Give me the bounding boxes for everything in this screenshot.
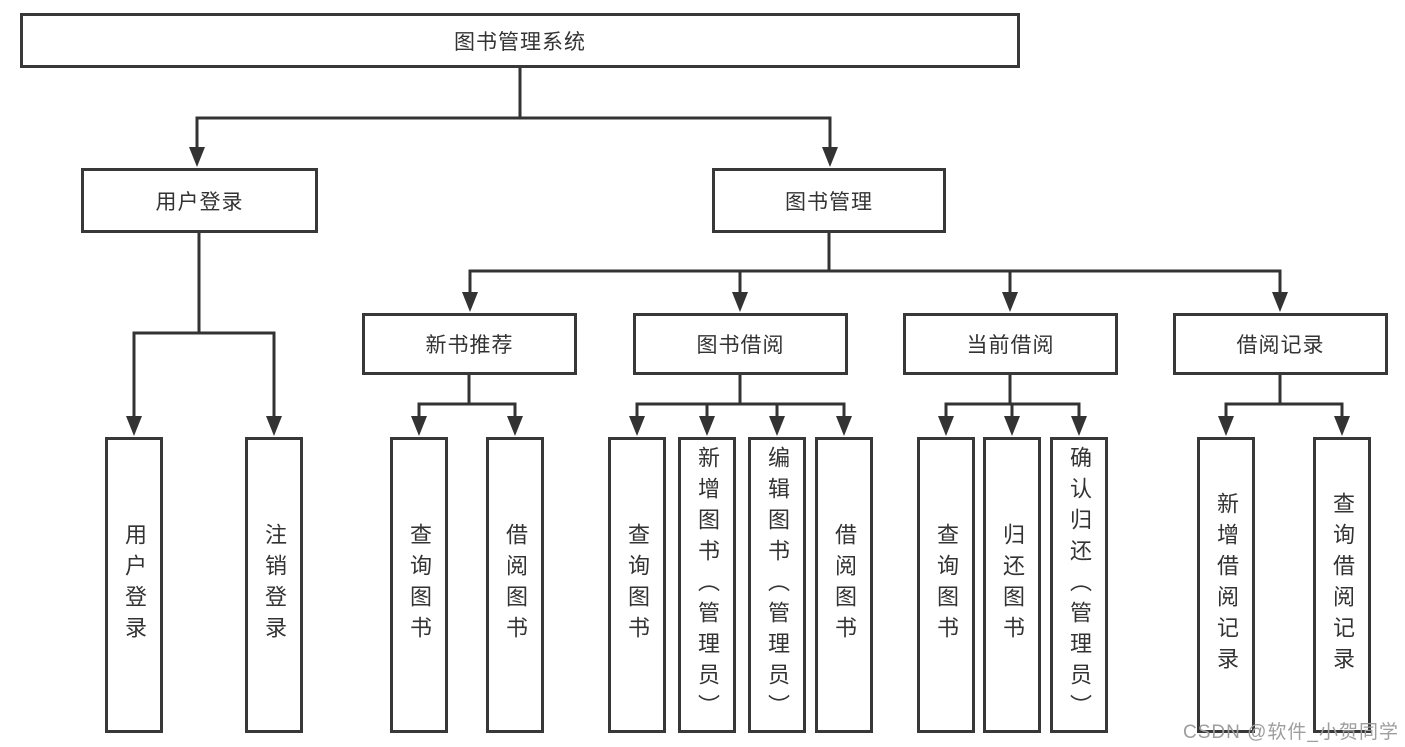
leaf-cb-confirm-return-label: 确认归还（管理员） [1067,445,1092,725]
node-root: 图书管理系统 [20,13,1020,68]
leaf-rec-borrow-books-label: 借阅图书 [503,523,528,647]
connectors-user-login-branch [126,231,282,436]
leaf-cb-confirm-return: 确认归还（管理员） [1050,437,1108,733]
leaf-br-add-record-label: 新增借阅记录 [1214,492,1239,678]
leaf-bb-add-books-label: 新增图书（管理员） [695,445,720,725]
watermark: CSDN @软件_小贺同学 [1183,722,1399,743]
leaf-rec-borrow-books: 借阅图书 [486,437,544,733]
leaf-bb-edit-books: 编辑图书（管理员） [748,437,806,733]
leaf-bb-borrow-books: 借阅图书 [815,437,873,733]
leaf-rec-query-books: 查询图书 [390,437,448,733]
leaf-bb-query-books-label: 查询图书 [625,523,650,647]
leaf-user-login-label: 用户登录 [122,523,147,647]
leaf-bb-query-books: 查询图书 [608,437,666,733]
leaf-cb-return-books: 归还图书 [983,437,1041,733]
leaf-rec-query-books-label: 查询图书 [407,523,432,647]
leaf-cb-query-books: 查询图书 [917,437,975,733]
leaf-bb-add-books: 新增图书（管理员） [678,437,736,733]
connectors-borrow-records-branch [1218,373,1350,436]
node-user-login-branch: 用户登录 [81,168,318,233]
node-root-label: 图书管理系统 [454,30,586,54]
node-current-borrow: 当前借阅 [903,313,1118,375]
leaf-cb-return-books-label: 归还图书 [1000,523,1025,647]
leaf-br-add-record: 新增借阅记录 [1197,437,1255,733]
node-book-borrow: 图书借阅 [633,313,848,375]
leaf-logout: 注销登录 [245,437,303,733]
leaf-cb-query-books-label: 查询图书 [934,523,959,647]
node-book-mgmt-branch: 图书管理 [712,168,946,233]
node-borrow-records-label: 借阅记录 [1236,334,1325,357]
node-current-borrow-label: 当前借阅 [966,334,1055,357]
connectors-new-book-rec-branch [411,373,523,436]
node-new-book-rec: 新书推荐 [362,313,577,375]
node-book-mgmt-branch-label: 图书管理 [785,190,873,214]
leaf-br-query-record: 查询借阅记录 [1313,437,1371,733]
leaf-user-login: 用户登录 [105,437,163,733]
connectors-book-mgmt-branch [462,231,1288,312]
node-borrow-records: 借阅记录 [1173,313,1388,375]
connectors-book-borrow-branch [629,373,852,436]
connectors-root-to-level2 [189,66,838,167]
connectors-current-borrow-branch [938,373,1087,436]
node-book-borrow-label: 图书借阅 [696,334,785,357]
node-new-book-rec-label: 新书推荐 [425,334,514,357]
leaf-logout-label: 注销登录 [262,523,287,647]
leaf-br-query-record-label: 查询借阅记录 [1330,492,1355,678]
leaf-bb-edit-books-label: 编辑图书（管理员） [765,445,790,725]
node-user-login-branch-label: 用户登录 [155,190,244,214]
leaf-bb-borrow-books-label: 借阅图书 [832,523,857,647]
